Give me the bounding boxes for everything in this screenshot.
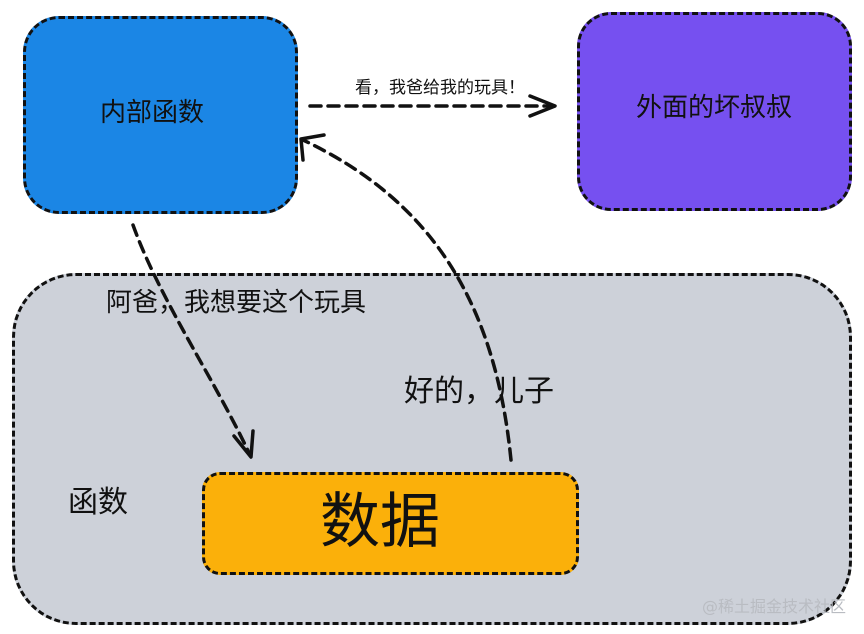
give-edge-label: 看，我爸给我的玩具！ [355, 78, 525, 98]
ask-edge-label: 阿爸，我想要这个玩具 [106, 288, 367, 318]
reply-edge-label: 好的，儿子 [404, 374, 554, 409]
reply-arrow [301, 138, 513, 462]
give-arrowhead [528, 94, 557, 118]
ask-arrowhead [232, 429, 255, 459]
inner-function-label: 内部函数 [100, 98, 205, 128]
function-label: 函数 [68, 485, 128, 520]
data-node [202, 472, 579, 575]
inner-function-node [23, 16, 298, 214]
data-label: 数据 [320, 487, 440, 557]
bad-uncle-label: 外面的坏叔叔 [636, 93, 793, 123]
ask-arrow [131, 223, 252, 457]
watermark: @稀土掘金技术社区 [701, 597, 846, 616]
bad-uncle-node [577, 12, 852, 211]
reply-arrowhead [299, 133, 326, 162]
